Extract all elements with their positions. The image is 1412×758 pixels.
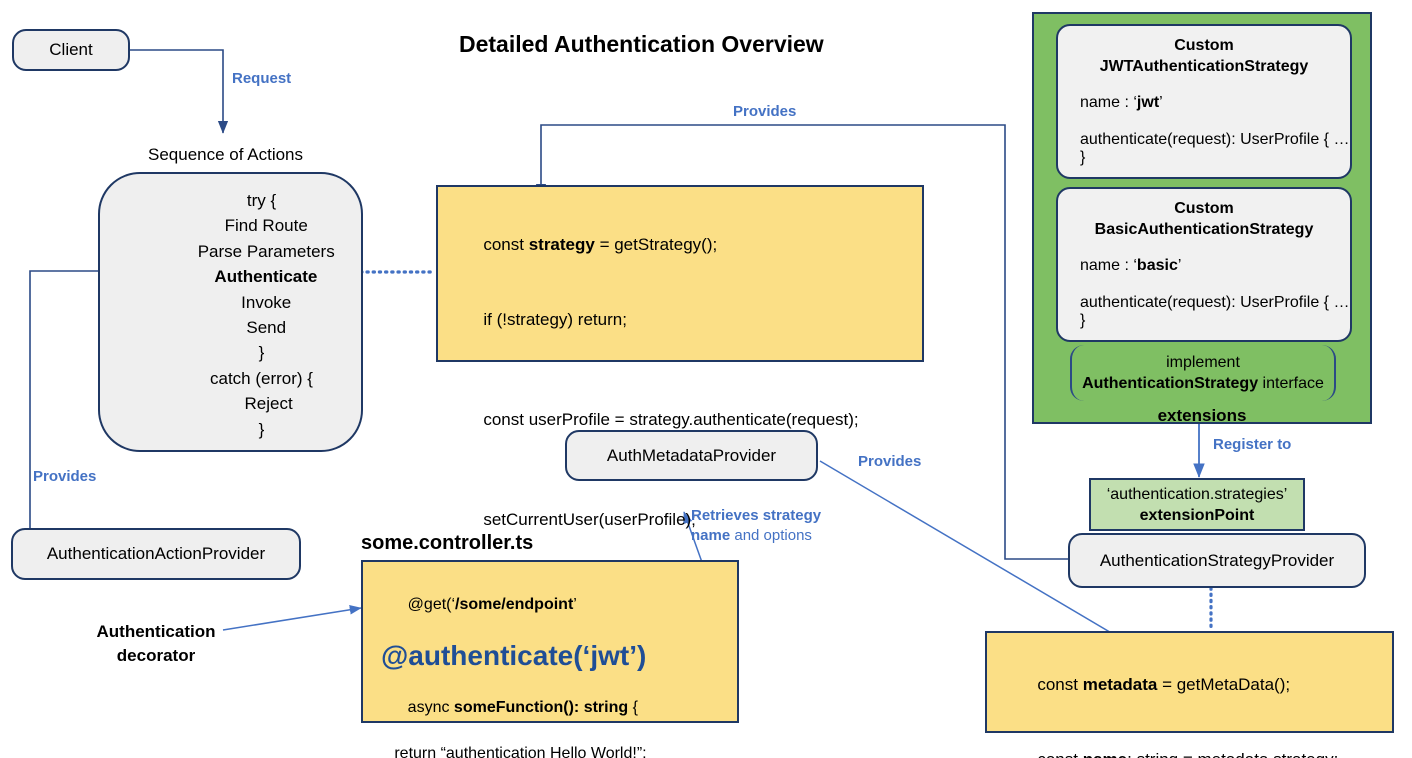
edge-label-retrieves-strategy: Retrieves strategy name and options <box>691 506 821 546</box>
sequence-line: try { <box>246 191 277 210</box>
label-controller-filename: some.controller.ts <box>361 532 534 554</box>
retrieves-line2: name and options <box>691 526 821 546</box>
interface-note: implement AuthenticationStrategy interfa… <box>1070 345 1336 401</box>
code-line: @get(‘/some/endpoint’ <box>381 572 737 638</box>
code-line: const strategy = getStrategy(); <box>455 207 922 282</box>
code-block-controller[interactable]: @get(‘/some/endpoint’ @authenticate(‘jwt… <box>361 560 739 758</box>
code-span: ’ <box>573 596 577 613</box>
edge-label-provides-metadata: Provides <box>858 453 922 470</box>
code-span: const <box>1037 750 1082 758</box>
extension-point-line1: ‘authentication.strategies’ <box>1106 485 1288 503</box>
card-jwt-strategy[interactable]: Custom JWTAuthenticationStrategy name : … <box>1056 24 1352 179</box>
sequence-line-authenticate[interactable]: Authenticate <box>205 267 318 287</box>
card-basic-name-label: name : ‘ <box>1080 257 1137 274</box>
code-line: const metadata = getMetaData(); <box>1009 647 1392 722</box>
node-authentication-action-provider[interactable]: AuthenticationActionProvider <box>11 528 301 580</box>
card-jwt-title: Custom JWTAuthenticationStrategy <box>1058 35 1350 77</box>
card-basic-name-value: basic <box>1136 257 1178 274</box>
code-line-spacer <box>455 357 922 382</box>
interface-note-line2: AuthenticationStrategy interface <box>1082 373 1324 394</box>
code-span: async <box>407 699 454 716</box>
code-span-bold: /some/endpoint <box>455 596 574 613</box>
retrieves-tail: and options <box>730 527 812 544</box>
card-basic-title: Custom BasicAuthenticationStrategy <box>1058 198 1350 240</box>
card-basic-name: name : ‘basic’ <box>1058 240 1350 275</box>
card-jwt-name: name : ‘jwt’ <box>1058 77 1350 112</box>
code-span: if (!strategy) return; <box>483 310 627 329</box>
sequence-line: } <box>258 419 265 439</box>
code-span-bold: strategy <box>528 235 595 254</box>
node-client[interactable]: Client <box>12 29 130 71</box>
code-span-bold: metadata <box>1082 675 1158 694</box>
node-extension-point[interactable]: ‘authentication.strategies’ extensionPoi… <box>1089 478 1305 531</box>
retrieves-bold: name <box>691 527 731 544</box>
card-jwt-name-value: jwt <box>1136 94 1160 111</box>
sequence-line: Find Route <box>215 216 308 236</box>
code-span: : string = metadata.strategy; <box>1127 750 1338 758</box>
label-authentication-decorator: Authentication decorator <box>88 620 224 668</box>
code-block-strategy[interactable]: const strategy = getStrategy(); if (!str… <box>436 185 924 529</box>
card-basic-name-close: ’ <box>1177 257 1182 274</box>
sequence-line: } <box>258 343 265 363</box>
code-span: const <box>1037 675 1083 694</box>
card-basic-strategy[interactable]: Custom BasicAuthenticationStrategy name … <box>1056 187 1352 342</box>
node-action-provider-label: AuthenticationActionProvider <box>46 544 266 563</box>
edge-label-provides-left: Provides <box>33 468 97 485</box>
card-jwt-method: authenticate(request): UserProfile { … } <box>1080 131 1350 166</box>
edge-label-provides-top: Provides <box>733 103 797 120</box>
code-line: async someFunction(): string { <box>381 673 737 742</box>
code-line: return “authentication Hello World!”; <box>381 745 647 758</box>
sequence-line: Reject <box>230 394 293 414</box>
panel-extensions: Custom JWTAuthenticationStrategy name : … <box>1032 12 1372 425</box>
extension-point-line2: extensionPoint <box>1139 506 1255 524</box>
card-jwt-title-line1: Custom <box>1174 37 1234 54</box>
authentication-decorator-line1: Authentication <box>96 622 216 641</box>
card-basic-title-line1: Custom <box>1174 200 1234 217</box>
code-span-bold: name <box>1083 750 1127 758</box>
node-auth-metadata-provider[interactable]: AuthMetadataProvider <box>565 430 818 481</box>
interface-note-bracket <box>1070 345 1336 401</box>
code-span: const <box>483 235 529 254</box>
code-line-decorator[interactable]: @authenticate(‘jwt’) <box>381 640 647 671</box>
sequence-caption: Sequence of Actions <box>148 145 304 164</box>
card-jwt-name-close: ’ <box>1159 94 1163 111</box>
node-sequence-of-actions[interactable]: try { Find Route Parse Parameters Authen… <box>98 172 363 452</box>
card-basic-method: authenticate(request): UserProfile { … } <box>1080 294 1350 329</box>
interface-note-line1: implement <box>1166 354 1240 371</box>
sequence-line: catch (error) { <box>210 368 313 388</box>
interface-note-bold: AuthenticationStrategy <box>1082 375 1259 392</box>
code-span: = getStrategy(); <box>594 235 718 254</box>
edge-client-to-sequence <box>130 49 229 134</box>
card-jwt-title-line2: JWTAuthenticationStrategy <box>1099 58 1309 75</box>
edge-label-register-to: Register to <box>1213 436 1292 453</box>
code-span: const userProfile = strategy.authenticat… <box>483 410 859 429</box>
interface-note-tail: interface <box>1258 375 1324 392</box>
sequence-line: Parse Parameters <box>188 241 335 261</box>
code-span-bold: someFunction(): string <box>453 699 629 716</box>
sequence-line: Send <box>236 318 287 338</box>
card-jwt-name-label: name : ‘ <box>1080 94 1137 111</box>
code-line: const name: string = metadata.strategy; <box>1009 722 1392 758</box>
card-basic-title-line2: BasicAuthenticationStrategy <box>1094 221 1314 238</box>
code-span: = getMetaData(); <box>1157 675 1291 694</box>
code-span: @get(‘ <box>407 596 456 613</box>
code-block-metadata[interactable]: const metadata = getMetaData(); const na… <box>985 631 1394 758</box>
authentication-decorator-line2: decorator <box>116 646 196 665</box>
node-authentication-strategy-provider[interactable]: AuthenticationStrategyProvider <box>1068 533 1366 588</box>
page-title: Detailed Authentication Overview <box>459 31 824 57</box>
panel-extensions-footer: extensions <box>1157 406 1247 425</box>
code-line: if (!strategy) return; <box>455 282 922 357</box>
edge-decorator-label-to-code <box>222 605 362 631</box>
retrieves-line1: Retrieves strategy <box>691 507 822 524</box>
node-strategy-provider-label: AuthenticationStrategyProvider <box>1099 550 1335 570</box>
edge-label-request: Request <box>232 70 292 87</box>
code-span: { <box>628 699 638 716</box>
node-client-label: Client <box>49 40 93 59</box>
node-metadata-provider-label: AuthMetadataProvider <box>606 445 777 465</box>
sequence-line: Invoke <box>231 292 292 312</box>
code-span: setCurrentUser(userProfile); <box>483 510 696 529</box>
